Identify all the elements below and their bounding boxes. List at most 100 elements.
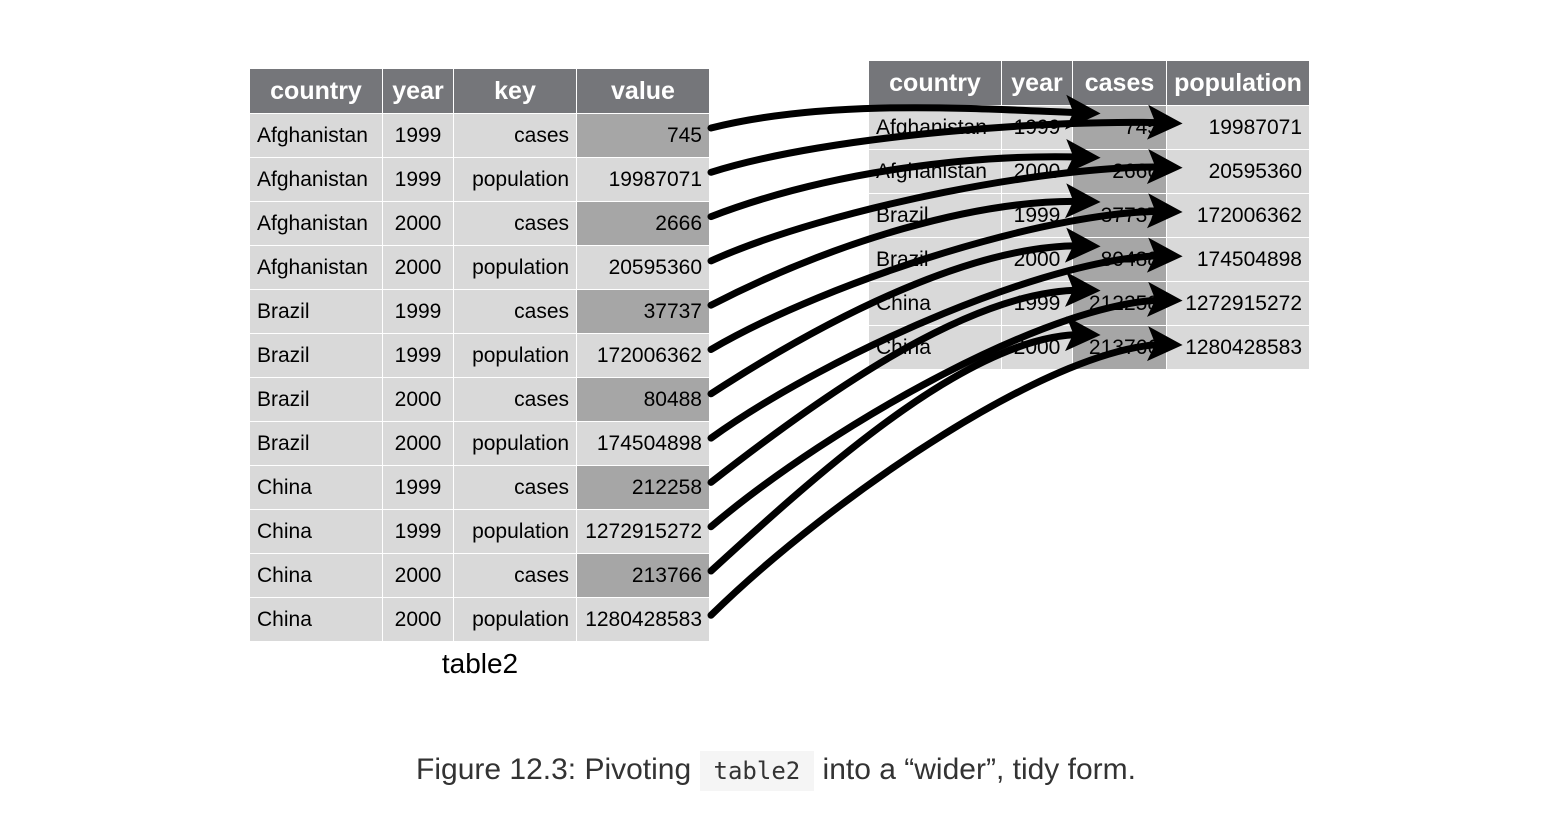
table-cell: China [249, 509, 383, 554]
table-cell: 213766 [576, 553, 710, 598]
table-cell: 1272915272 [1166, 281, 1310, 326]
table-cell: 1272915272 [576, 509, 710, 554]
figure-caption: Figure 12.3: Pivoting table2 into a “wid… [0, 751, 1552, 791]
table-header-row: country year cases population [868, 60, 1310, 106]
table-cell: 2666 [1072, 149, 1167, 194]
table-cell: 1999 [382, 509, 454, 554]
table-cell: 2000 [382, 421, 454, 466]
table-cell: Brazil [249, 333, 383, 378]
table-cell: cases [453, 553, 577, 598]
column-header: country [868, 60, 1002, 106]
table-cell: 1999 [1001, 193, 1073, 238]
table-cell: population [453, 333, 577, 378]
table-cell: 2000 [382, 201, 454, 246]
caption-suffix: into a “wider”, tidy form. [814, 753, 1136, 786]
table-cell: Afghanistan [868, 105, 1002, 150]
table-cell: 2000 [1001, 149, 1073, 194]
table-cell: China [249, 553, 383, 598]
table-cell: 2000 [1001, 237, 1073, 282]
table-cell: cases [453, 465, 577, 510]
table-cell: 1999 [382, 333, 454, 378]
table-cell: 37737 [1072, 193, 1167, 238]
table-cell: 1999 [382, 113, 454, 158]
table-cell: Brazil [868, 237, 1002, 282]
table-cell: 1999 [382, 465, 454, 510]
table-cell: China [249, 465, 383, 510]
table-cell: 212258 [1072, 281, 1167, 326]
table-cell: cases [453, 113, 577, 158]
table-cell: Brazil [249, 289, 383, 334]
column-header: year [382, 68, 454, 114]
table-cell: 745 [1072, 105, 1167, 150]
column-header: year [1001, 60, 1073, 106]
table-cell: Brazil [249, 377, 383, 422]
table-cell: 1280428583 [576, 597, 710, 642]
table-cell: 1999 [1001, 281, 1073, 326]
table-cell: 172006362 [576, 333, 710, 378]
caption-prefix: Figure 12.3: Pivoting [416, 753, 700, 786]
table-cell: 745 [576, 113, 710, 158]
table-cell: 174504898 [576, 421, 710, 466]
table-cell: 1999 [382, 157, 454, 202]
table-cell: Afghanistan [868, 149, 1002, 194]
table-cell: 1999 [1001, 105, 1073, 150]
table-cell: 2000 [1001, 325, 1073, 370]
table-cell: 2000 [382, 553, 454, 598]
column-header: value [576, 68, 710, 114]
table-cell: 212258 [576, 465, 710, 510]
wide-table: country year cases population Afghanista… [868, 60, 1310, 370]
table-cell: Afghanistan [249, 245, 383, 290]
table-cell: 2000 [382, 597, 454, 642]
table-cell: population [453, 509, 577, 554]
table-cell: 213766 [1072, 325, 1167, 370]
table-cell: China [868, 281, 1002, 326]
table-cell: Brazil [868, 193, 1002, 238]
table-cell: cases [453, 201, 577, 246]
table-cell: 2000 [382, 377, 454, 422]
table-cell: 20595360 [1166, 149, 1310, 194]
table-cell: 19987071 [576, 157, 710, 202]
table-cell: 80488 [576, 377, 710, 422]
table-header-row: country year key value [249, 68, 710, 114]
column-header: country [249, 68, 383, 114]
table-cell: China [868, 325, 1002, 370]
table-cell: Afghanistan [249, 157, 383, 202]
column-header: cases [1072, 60, 1167, 106]
caption-code: table2 [699, 751, 815, 791]
table-cell: 174504898 [1166, 237, 1310, 282]
table-label: table2 [441, 648, 519, 679]
table-cell: Afghanistan [249, 201, 383, 246]
table-cell: population [453, 245, 577, 290]
table-cell: China [249, 597, 383, 642]
table-cell: 37737 [576, 289, 710, 334]
table-cell: Afghanistan [249, 113, 383, 158]
table-cell: population [453, 157, 577, 202]
column-header: key [453, 68, 577, 114]
table-cell: 2000 [382, 245, 454, 290]
table-cell: 2666 [576, 201, 710, 246]
table-cell: 172006362 [1166, 193, 1310, 238]
table-cell: 20595360 [576, 245, 710, 290]
table-cell: cases [453, 289, 577, 334]
pivot-arrow [707, 326, 1183, 619]
table-cell: cases [453, 377, 577, 422]
table-cell: population [453, 597, 577, 642]
